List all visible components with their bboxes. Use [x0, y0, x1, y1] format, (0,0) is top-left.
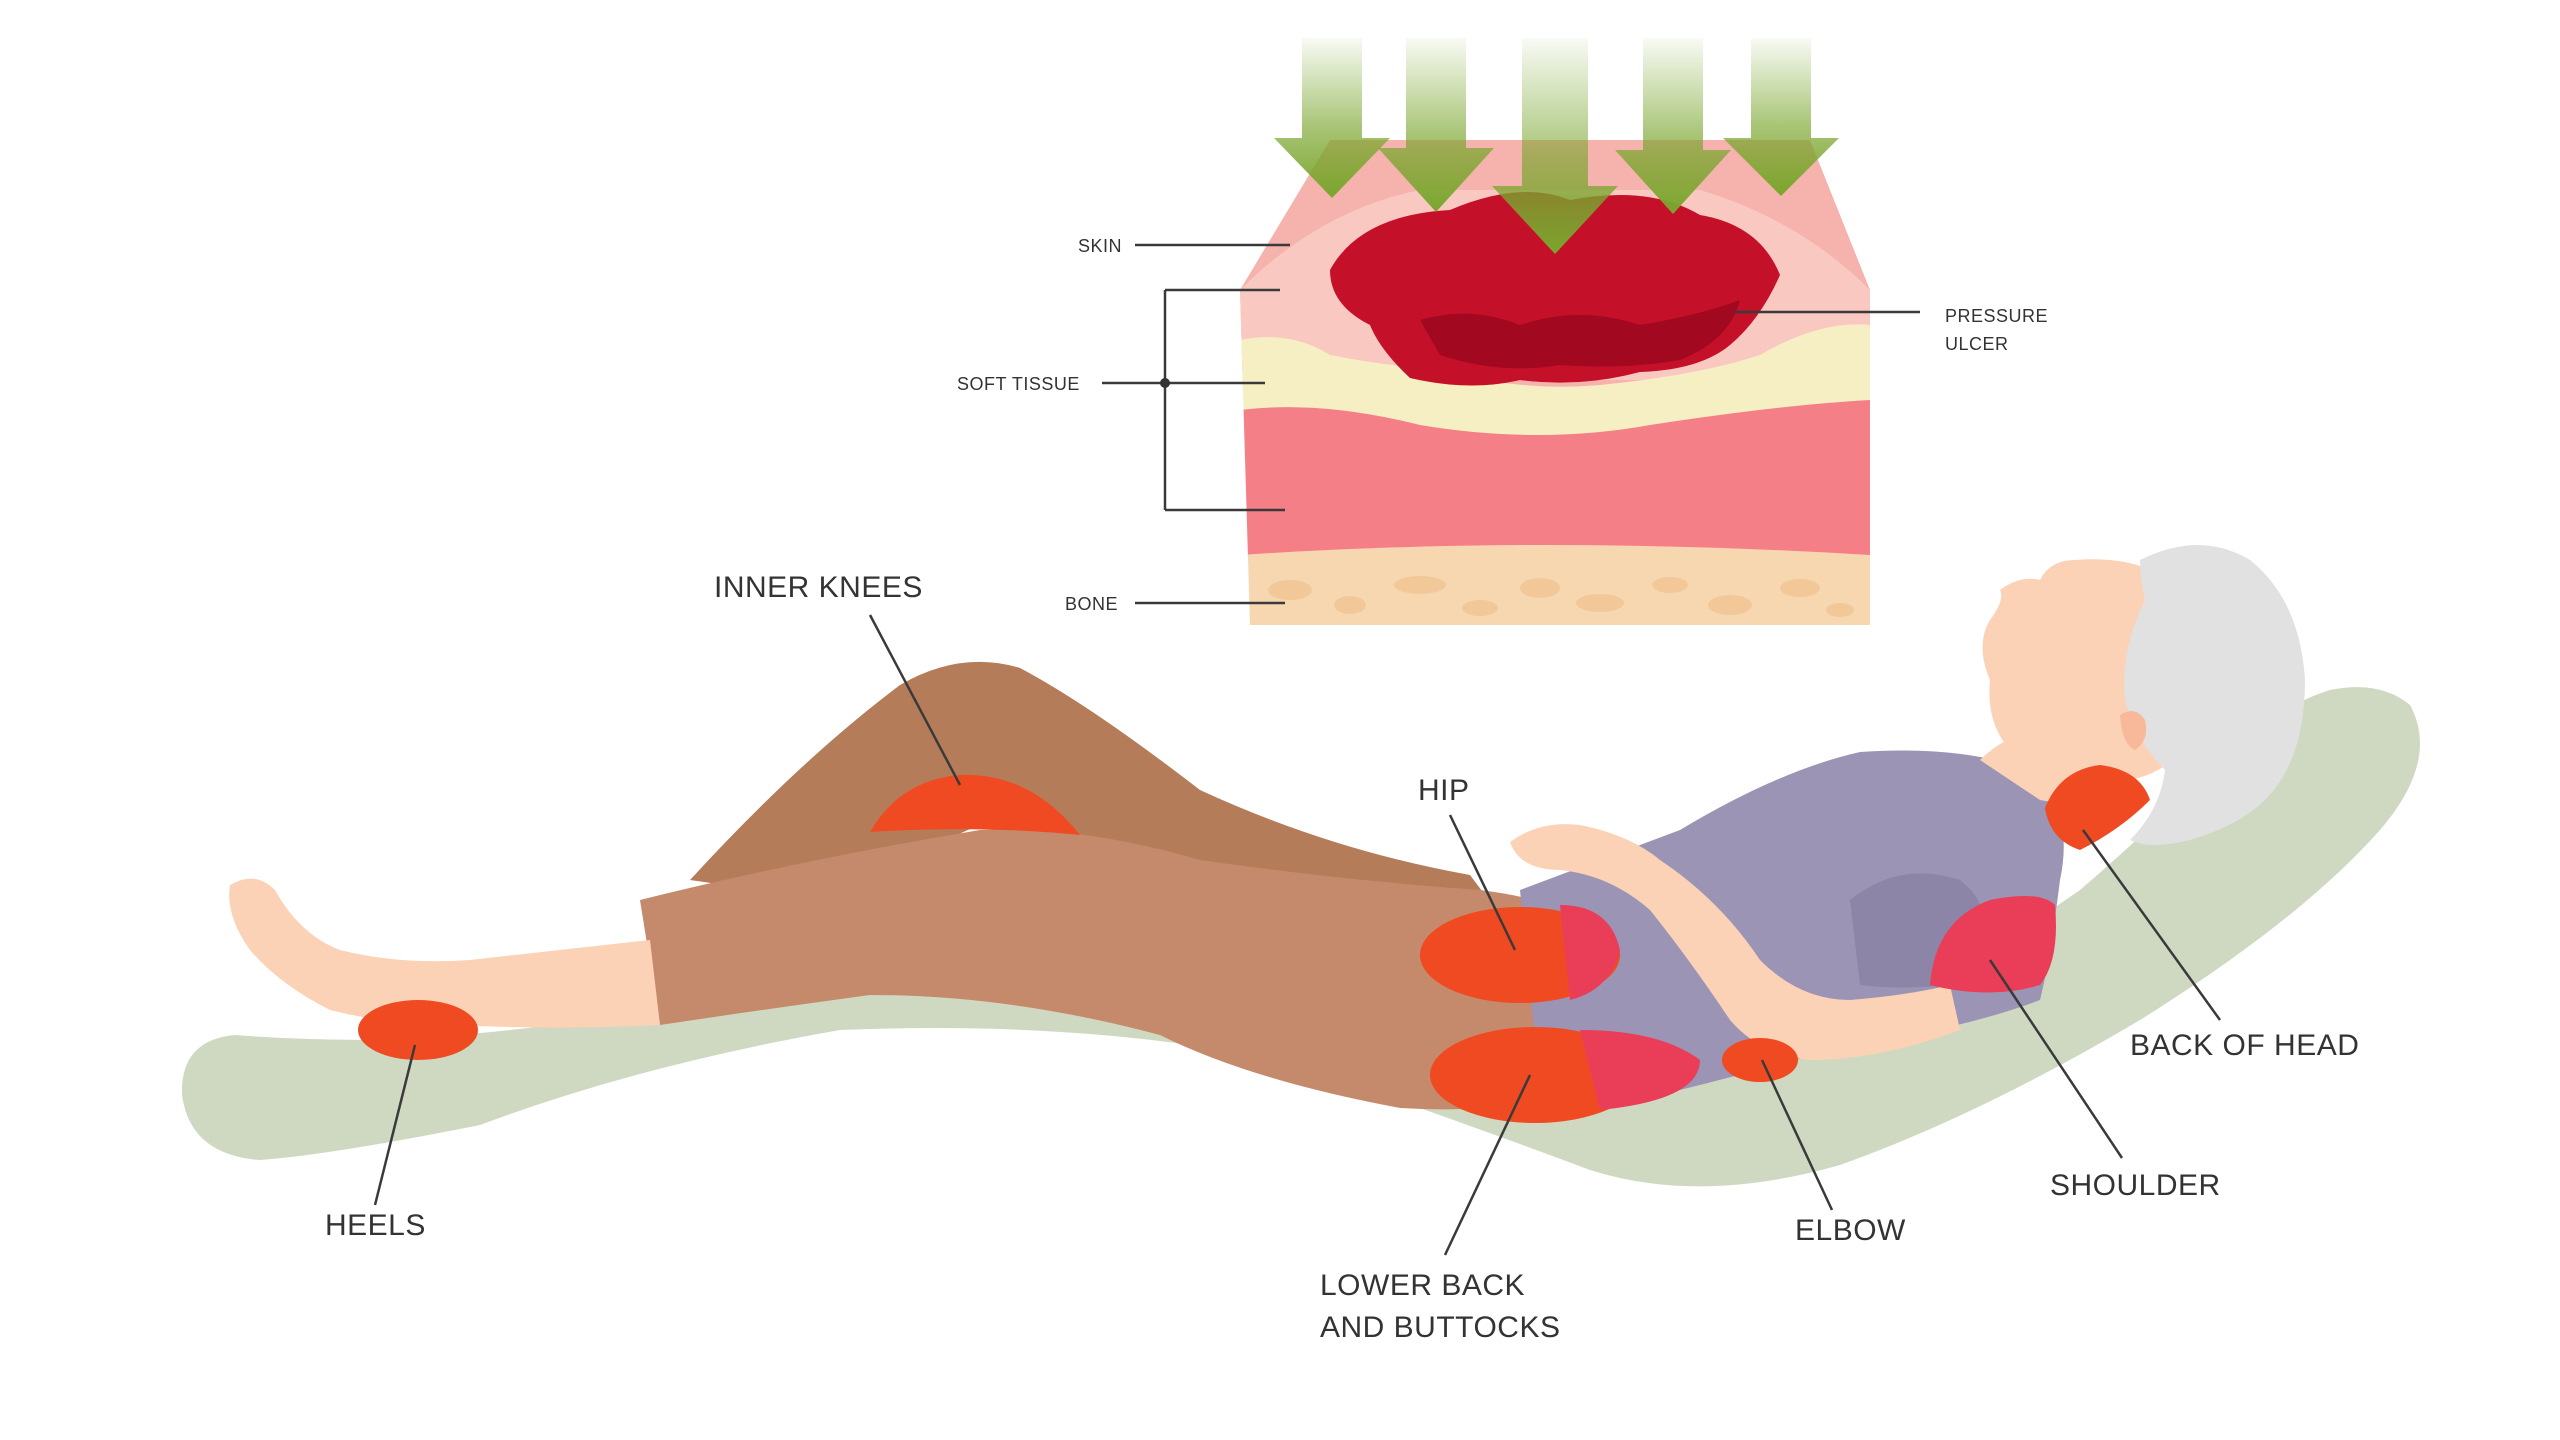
lower-leg [640, 829, 1620, 1110]
back-of-head-hotspot [2045, 765, 2150, 850]
hip-hotspot-pink [1560, 905, 1620, 1000]
pressure-point-leaders [373, 614, 2222, 1256]
foot [229, 878, 660, 1028]
pressure-arrow-icon [1274, 38, 1390, 198]
patient-figure [229, 545, 2305, 1110]
pressure-arrow-icon [1615, 38, 1731, 214]
soft-tissue-label: SOFT TISSUE [957, 374, 1080, 394]
mattress [181, 687, 2420, 1187]
soft-tissue-bracket [1102, 288, 1285, 512]
buttocks-hotspot-pink [1580, 1030, 1700, 1110]
inner-knees-label: INNER KNEES [714, 571, 923, 604]
pressure-hotspots [358, 765, 2150, 1123]
arm [1510, 824, 1960, 1060]
bone-texture [1268, 576, 1854, 617]
ulcer-deep-tissue [1420, 300, 1740, 369]
inner-knees-hotspot [870, 774, 1080, 835]
elbow-label: ELBOW [1795, 1214, 1906, 1247]
back-of-head-label: BACK OF HEAD [2130, 1029, 2359, 1062]
tissue-cross-section: SKIN SOFT TISSUE BONE PRESSURE ULCER [957, 38, 2048, 625]
shoulder-hotspot [1930, 896, 2056, 993]
muscle-layer [1240, 400, 1870, 560]
pressure-arrows [1274, 38, 1839, 254]
hip-label: HIP [1418, 774, 1470, 807]
ear [2120, 711, 2147, 750]
shoulder-label: SHOULDER [2050, 1169, 2221, 1202]
pressure-ulcer-label-line2: ULCER [1945, 334, 2009, 354]
pressure-arrow-icon [1723, 38, 1839, 196]
lower-back-label-line1: LOWER BACK [1320, 1269, 1525, 1302]
bone-label: BONE [1065, 594, 1118, 614]
hair [2124, 545, 2305, 845]
elbow-hotspot [1722, 1038, 1798, 1082]
pressure-ulcer-label-line1: PRESSURE [1945, 306, 2048, 326]
pressure-arrow-icon [1492, 38, 1618, 254]
pressure-arrow-icon [1378, 38, 1494, 212]
lower-back-label-line2: AND BUTTOCKS [1320, 1311, 1560, 1344]
heels-label: HEELS [325, 1209, 426, 1242]
heel-hotspot [358, 1000, 478, 1060]
skin-label: SKIN [1078, 236, 1122, 256]
